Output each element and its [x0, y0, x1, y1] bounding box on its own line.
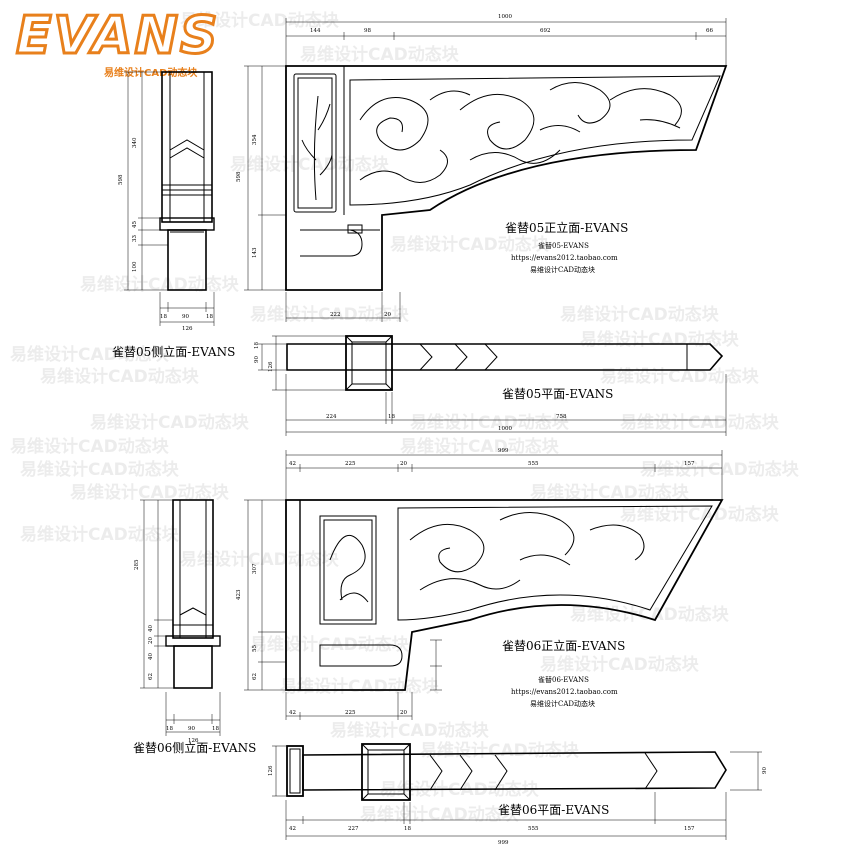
dim-label: 1000: [498, 14, 512, 20]
dim-label: 598: [236, 171, 242, 182]
dim-label: 354: [252, 134, 258, 145]
t06-side-elevation: [165, 499, 221, 689]
title-t05-front: 雀替05正立面-EVANS: [505, 220, 628, 235]
dim-label: 42: [289, 826, 296, 832]
info05-name: 雀替05-EVANS: [538, 241, 589, 250]
title-t05-plan: 雀替05平面-EVANS: [502, 387, 613, 401]
info06-name: 雀替06-EVANS: [538, 675, 589, 684]
brand-logo: EVANS 易维设计CAD动态块: [12, 5, 227, 86]
dim-label: 66: [706, 28, 713, 34]
dim-label: 45: [132, 221, 138, 228]
dim-label: 225: [345, 710, 356, 716]
dim-label: 18: [388, 414, 395, 420]
dim-label: 42: [289, 710, 296, 716]
t05-side-elevation: [159, 71, 215, 291]
dimension-lines: [124, 18, 762, 840]
t06-plan: [286, 743, 727, 801]
dim-label: 20: [384, 312, 391, 318]
dimension-labels-06: 999 42 225 20 555 157 42 225 20 423 307 …: [134, 448, 768, 846]
dim-label: 758: [556, 414, 567, 420]
dim-label: 285: [134, 559, 140, 570]
dim-label: 126: [268, 765, 274, 776]
title-t06-front: 雀替06正立面-EVANS: [502, 638, 625, 653]
dim-label: 222: [330, 312, 341, 318]
dim-label: 18: [206, 314, 213, 320]
dim-label: 126: [268, 361, 274, 372]
info06-brand: 易维设计CAD动态块: [530, 699, 595, 708]
dim-label: 20: [400, 461, 407, 467]
logo-wordmark: EVANS: [14, 5, 220, 68]
dim-label: 307: [252, 563, 258, 574]
dim-label: 224: [326, 414, 337, 420]
info06-url: https://evans2012.taobao.com: [511, 688, 618, 696]
t05-front-elevation: [285, 65, 728, 291]
dim-label: 227: [348, 826, 359, 832]
dim-label: 999: [498, 448, 509, 454]
dim-label: 144: [310, 28, 321, 34]
logo-tagline: 易维设计CAD动态块: [104, 68, 198, 79]
t05-plan: [286, 335, 724, 391]
info05-url: https://evans2012.taobao.com: [511, 254, 618, 262]
dim-label: 423: [236, 589, 242, 600]
title-t06-side: 雀替06侧立面-EVANS: [133, 740, 256, 755]
dim-label: 340: [132, 137, 138, 148]
dim-label: 98: [364, 28, 371, 34]
dim-label: 90: [182, 314, 189, 320]
dim-label: 40: [148, 653, 154, 660]
dim-label: 100: [132, 261, 138, 272]
dim-label: 62: [252, 673, 258, 680]
dimension-labels-05: 1000 144 98 692 66 222 20 598 354 143 59…: [118, 14, 713, 432]
dim-label: 62: [148, 673, 154, 680]
dim-label: 40: [148, 625, 154, 632]
dim-label: 143: [252, 247, 258, 258]
dim-label: 157: [684, 461, 695, 467]
dim-label: 18: [404, 826, 411, 832]
dim-label: 55: [252, 645, 258, 652]
dim-label: 126: [188, 738, 199, 744]
dim-label: 90: [254, 356, 260, 363]
dim-label: 18: [166, 726, 173, 732]
dim-label: 1000: [498, 426, 512, 432]
dim-label: 42: [289, 461, 296, 467]
t06-front-elevation: [285, 499, 724, 691]
dim-label: 157: [684, 826, 695, 832]
dim-label: 18: [160, 314, 167, 320]
title-t05-side: 雀替05侧立面-EVANS: [112, 344, 235, 359]
dim-label: 20: [400, 710, 407, 716]
dim-label: 90: [188, 726, 195, 732]
dim-label: 18: [254, 342, 260, 349]
dim-label: 18: [212, 726, 219, 732]
dim-label: 225: [345, 461, 356, 467]
title-t06-plan: 雀替06平面-EVANS: [498, 803, 609, 817]
dim-label: 692: [540, 28, 551, 34]
dim-label: 90: [762, 767, 768, 774]
dim-label: 555: [528, 461, 539, 467]
dim-label: 20: [148, 637, 154, 644]
drawing-titles: 雀替05正立面-EVANS 雀替05-EVANS https://evans20…: [112, 220, 628, 817]
dim-label: 598: [118, 174, 124, 185]
dim-label: 999: [498, 840, 509, 846]
dim-label: 33: [132, 235, 138, 242]
dim-label: 126: [182, 326, 193, 332]
info05-brand: 易维设计CAD动态块: [530, 265, 595, 274]
dim-label: 555: [528, 826, 539, 832]
